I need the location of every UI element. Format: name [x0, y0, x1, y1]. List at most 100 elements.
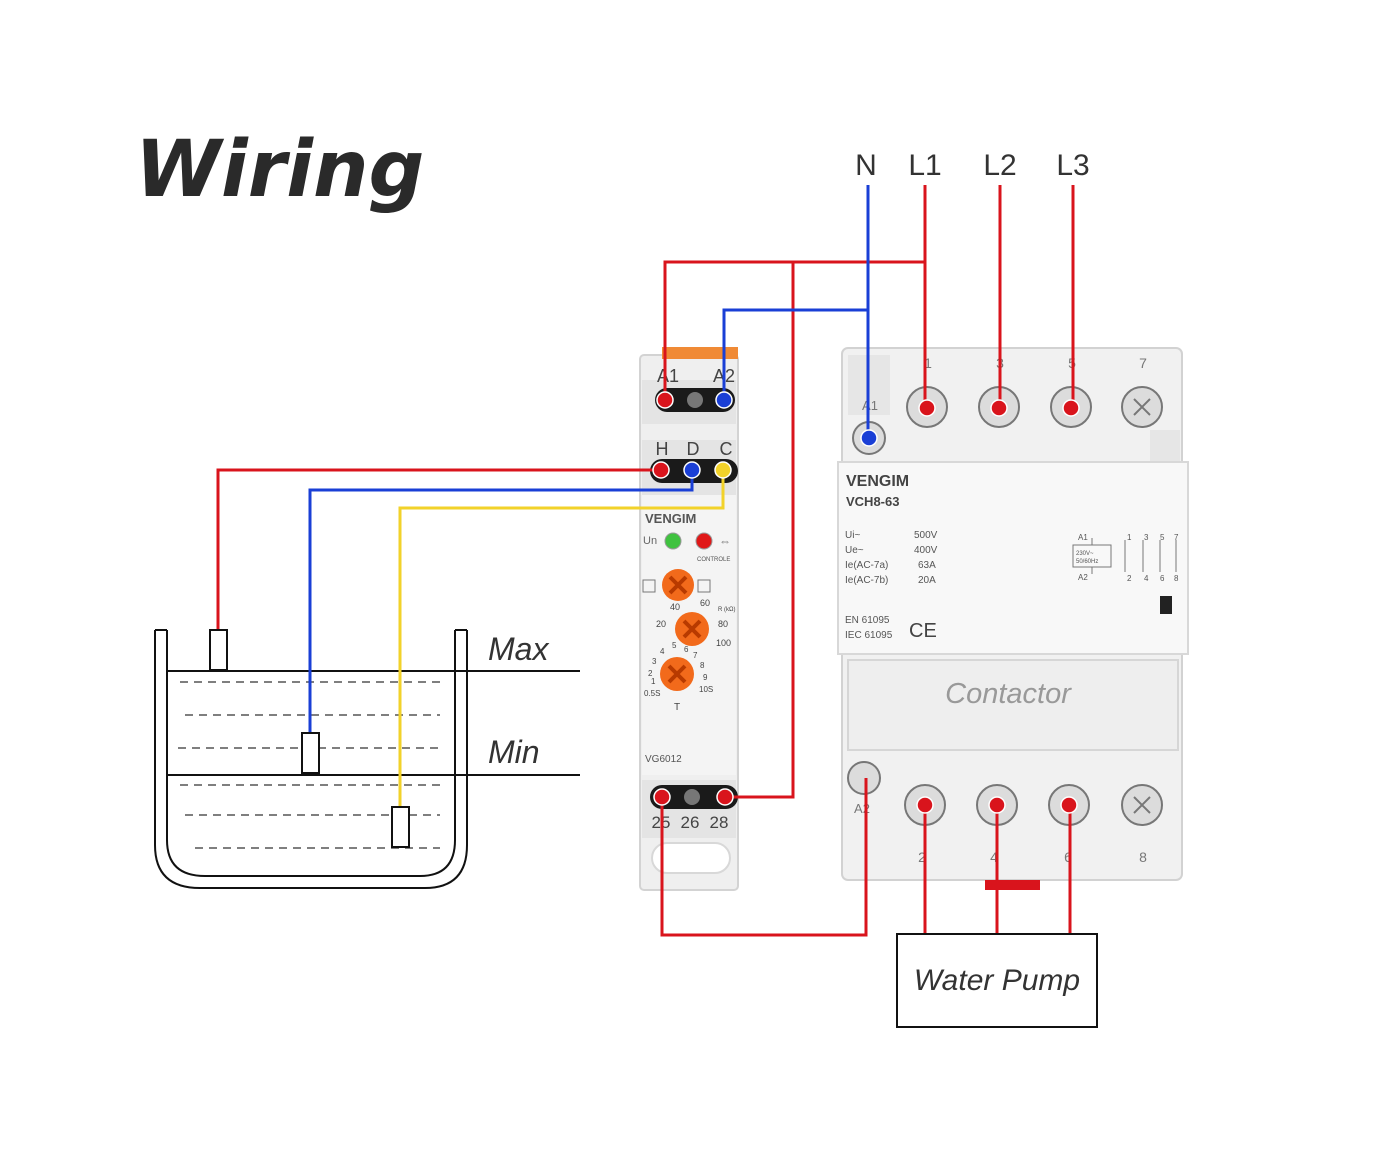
probe-c-icon — [391, 806, 410, 848]
probe-h-icon — [209, 629, 228, 671]
contactor-model: VCH8-63 — [846, 494, 899, 509]
spec-value-ui: 500V — [914, 530, 938, 541]
relay-terminal-a1-label: A1 — [657, 366, 679, 386]
r-scale-60: 60 — [700, 598, 710, 608]
contactor-a1-label: A1 — [862, 398, 878, 413]
coil-contact-2: 2 — [1127, 574, 1132, 583]
contactor-bottom-6: 6 — [1064, 849, 1072, 865]
t-scale-9: 9 — [703, 673, 708, 682]
relay-terminal-28-label: 28 — [710, 813, 729, 832]
supply-l1-label: L1 — [908, 149, 941, 182]
relay-control-label: CONTROLE — [697, 557, 730, 563]
coil-rating-voltage: 230V~ — [1076, 551, 1094, 557]
contactor-top-7: 7 — [1139, 355, 1147, 371]
t-scale-3: 3 — [652, 657, 657, 666]
l1-to-relay-28-wire — [725, 262, 795, 799]
t-scale-10s: 10S — [699, 685, 713, 694]
power-led-icon — [664, 532, 682, 550]
coil-contact-3: 3 — [1144, 533, 1149, 542]
t-scale-1: 1 — [651, 677, 656, 686]
t-scale-2: 2 — [648, 669, 653, 678]
status-window-icon — [1160, 596, 1172, 614]
supply-l2-label: L2 — [983, 149, 1016, 182]
t-scale-0-5s: 0.5S — [644, 689, 660, 698]
relay-model: VG6012 — [645, 754, 682, 765]
contactor-label: Contactor — [945, 678, 1072, 710]
max-level-label: Max — [488, 631, 549, 667]
contactor-a2-label: A2 — [854, 801, 870, 816]
relay-brand: VENGIM — [645, 511, 696, 526]
spec-name-ac7b: Ie(AC-7b) — [845, 575, 888, 586]
relay-a2-dot — [715, 391, 733, 409]
min-level-label: Min — [488, 734, 540, 770]
ce-mark-icon: CE — [909, 620, 937, 642]
coil-contact-6: 6 — [1160, 574, 1165, 583]
t-label: T — [674, 702, 680, 713]
standard-iec: IEC 61095 — [845, 630, 893, 641]
contactor-1-dot — [918, 399, 936, 417]
standard-en: EN 61095 — [845, 615, 890, 626]
contactor-brand: VENGIM — [846, 473, 909, 490]
r-scale-100: 100 — [716, 638, 731, 648]
wires — [216, 185, 1075, 937]
contactor-bottom-2: 2 — [918, 849, 926, 865]
relay-icon: ⇔ — [719, 534, 731, 548]
spec-value-ac7a: 63A — [918, 560, 936, 571]
spec-name-ac7a: Ie(AC-7a) — [845, 560, 888, 571]
t-scale-7: 7 — [693, 651, 698, 660]
r-scale-80: 80 — [718, 619, 728, 629]
contactor-3-dot — [990, 399, 1008, 417]
contactor-5-dot — [1062, 399, 1080, 417]
contactor-bottom-4: 4 — [990, 849, 998, 865]
coil-contact-1: 1 — [1127, 533, 1132, 542]
relay-25-to-a2-wire — [660, 778, 868, 937]
contactor-a1-dot — [860, 429, 878, 447]
probe-c-wire — [398, 470, 725, 808]
r-scale-40: 40 — [670, 602, 680, 612]
relay-c-dot — [714, 461, 732, 479]
t-scale-6: 6 — [684, 645, 689, 654]
relay-un-label: Un — [643, 535, 657, 547]
level-relay: A1 A2 H D C VENGIM Un ⇔ CONTROLE 20 40 6… — [639, 347, 739, 891]
relay-d-dot — [683, 461, 701, 479]
relay-28-dot — [716, 788, 734, 806]
spec-name-ue: Ue~ — [845, 545, 864, 556]
t-scale-4: 4 — [660, 647, 665, 656]
n-to-relay-a2-wire — [722, 308, 868, 400]
coil-contact-5: 5 — [1160, 533, 1165, 542]
screw-terminal-a2-icon — [847, 761, 881, 795]
probe-d-icon — [301, 732, 320, 774]
spec-name-ui: Ui~ — [845, 530, 860, 541]
coil-contact-8: 8 — [1174, 574, 1179, 583]
control-led-icon — [695, 532, 713, 550]
coil-contact-7: 7 — [1174, 533, 1179, 542]
water-pump-box — [896, 933, 1098, 1028]
probe-d-wire — [308, 470, 694, 735]
coil-a2-label: A2 — [1078, 573, 1088, 582]
water-pump-label: Water Pump — [914, 964, 1080, 997]
coil-rating-frequency: 50/60Hz — [1076, 559, 1098, 565]
contactor-bottom-8: 8 — [1139, 849, 1147, 865]
relay-terminal-26-label: 26 — [681, 813, 700, 832]
contactor-4-dot — [988, 796, 1006, 814]
r-scale-20: 20 — [656, 619, 666, 629]
r-unit-label: R (kΩ) — [718, 607, 735, 613]
supply-l3-label: L3 — [1056, 149, 1089, 182]
t-scale-5: 5 — [672, 641, 677, 650]
contactor-6-dot — [1060, 796, 1078, 814]
terminal-dots — [652, 391, 1080, 814]
coil-a1-label: A1 — [1078, 533, 1088, 542]
relay-a1-dot — [656, 391, 674, 409]
relay-terminal-d-label: D — [687, 439, 700, 459]
relay-terminal-h-label: H — [656, 439, 669, 459]
spec-value-ue: 400V — [914, 545, 938, 556]
supply-n-label: N — [855, 149, 877, 182]
l1-to-relay-a1-wire — [663, 260, 925, 400]
t-scale-8: 8 — [700, 661, 705, 670]
relay-h-dot — [652, 461, 670, 479]
spec-value-ac7b: 20A — [918, 575, 936, 586]
probe-h-wire — [216, 468, 661, 632]
relay-25-dot — [653, 788, 671, 806]
